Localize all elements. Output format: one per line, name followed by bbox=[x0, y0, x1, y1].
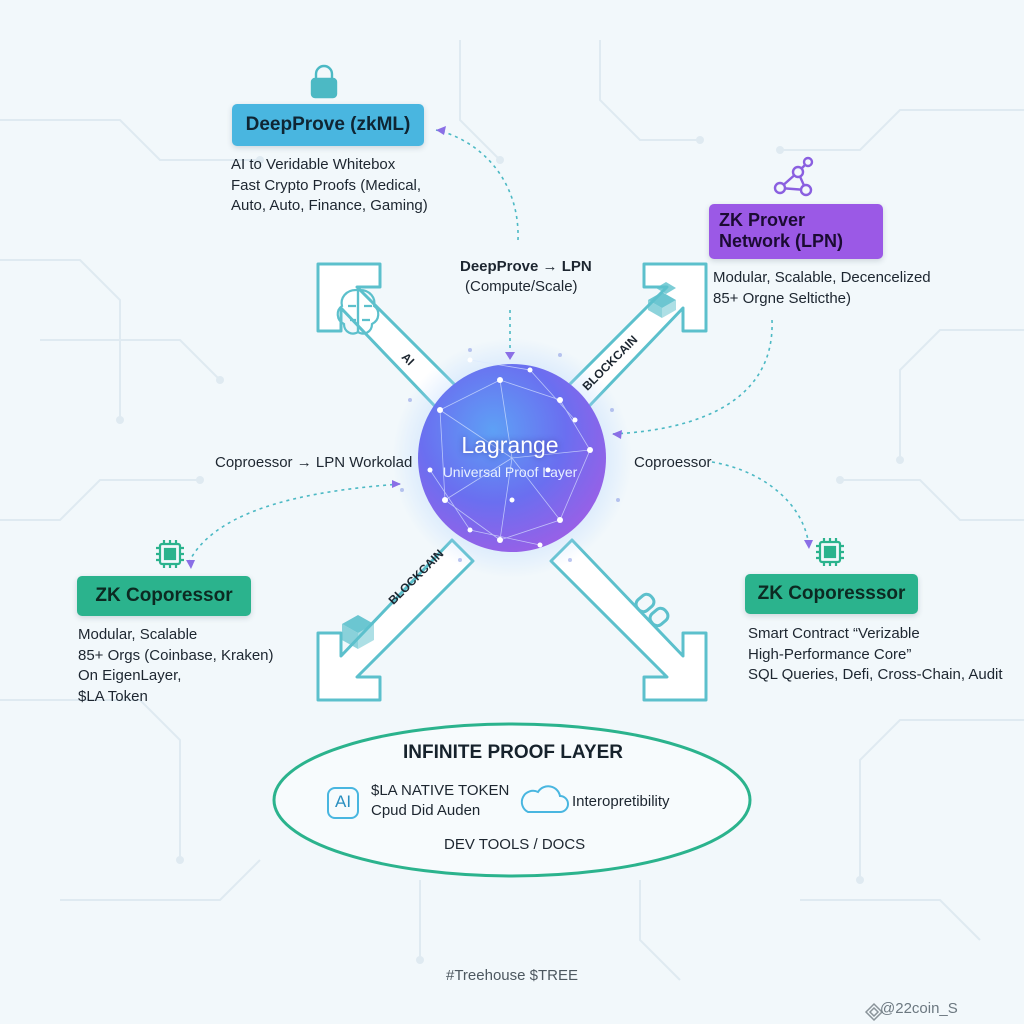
deepprove-description: AI to Veridable Whitebox Fast Crypto Pro… bbox=[231, 155, 428, 217]
flow-coproc-right: Coproessor bbox=[634, 454, 712, 471]
prover-network-title-2: Network (LPN) bbox=[719, 231, 844, 251]
coprocessor-left-line-4: $LA Token bbox=[78, 687, 148, 705]
token-line-1: $LA NATIVE TOKEN bbox=[371, 782, 510, 799]
connector-left-coproc bbox=[189, 483, 401, 561]
prover-network-description: Modular, Scalable, Decencelized 85+ Orgn… bbox=[713, 268, 931, 309]
coprocessor-left-badge[interactable]: ZK Coporessor bbox=[77, 576, 251, 616]
hub-nodes bbox=[427, 357, 593, 548]
network-nodes-icon bbox=[773, 156, 814, 197]
chip-icon-left bbox=[156, 540, 184, 568]
hub-outer-nodes bbox=[400, 348, 620, 562]
coprocessor-right-description: Smart Contract “Verizable High-Performan… bbox=[748, 624, 1003, 686]
footer-hashtag: #Treehouse $TREE bbox=[445, 967, 578, 984]
cloud-icon bbox=[520, 785, 569, 813]
infinite-proof-oval bbox=[272, 722, 752, 878]
prover-network-line-2: 85+ Orgne Selticthe) bbox=[713, 289, 851, 307]
brain-icon bbox=[336, 288, 380, 335]
prover-network-badge[interactable]: ZK Prover Network (LPN) bbox=[709, 204, 883, 259]
token-line-2: Cpud Did Auden bbox=[371, 802, 481, 819]
watermark-logo bbox=[864, 1002, 884, 1022]
coprocessor-left-description: Modular, Scalable 85+ Orgs (Coinbase, Kr… bbox=[78, 625, 274, 707]
coprocessor-left-line-3: On EigenLayer, bbox=[78, 667, 182, 684]
link-icon bbox=[634, 592, 670, 628]
connector-hub-to-deepprove bbox=[435, 129, 519, 241]
blocks-icon bbox=[648, 282, 676, 318]
interop-label: Interopretibility bbox=[572, 793, 670, 810]
connector-right-coproc bbox=[711, 461, 809, 541]
lock-icon bbox=[310, 64, 338, 99]
coprocessor-right-line-3: SQL Queries, Defi, Cross-Chain, Audit bbox=[748, 666, 1003, 683]
prover-network-title-1: ZK Prover bbox=[719, 210, 806, 230]
coprocessor-left-line-1: Modular, Scalable bbox=[78, 626, 198, 643]
deepprove-line-1: AI to Veridable Whitebox bbox=[231, 156, 396, 173]
arrow-down-right bbox=[549, 538, 708, 702]
hub-title: Lagrange bbox=[461, 432, 559, 458]
coprocessor-right-line-2: High-Performance Core” bbox=[748, 645, 912, 663]
coprocessor-left-line-2: 85+ Orgs (Coinbase, Kraken) bbox=[78, 646, 274, 664]
hub-subtitle: Universal Proof Layer bbox=[442, 464, 578, 480]
watermark-handle: @22coin_S bbox=[880, 1000, 958, 1017]
prover-network-line-1: Modular, Scalable, Decencelized bbox=[713, 269, 931, 286]
cube-icon bbox=[342, 615, 374, 649]
dev-tools-link[interactable]: DEV TOOLS / DOCS bbox=[444, 836, 586, 853]
flow-deepprove-lpn: DeepProve → LPN bbox=[460, 258, 592, 275]
coprocessor-right-badge[interactable]: ZK Coporesssor bbox=[745, 574, 918, 614]
arrow-down-left bbox=[316, 538, 475, 702]
deepprove-line-2: Fast Crypto Proofs (Medical, bbox=[231, 176, 422, 194]
deepprove-line-3: Auto, Auto, Finance, Gaming) bbox=[231, 197, 428, 214]
chip-icon-right bbox=[816, 538, 844, 566]
flow-coproc-lpn-workload: Coproessor → LPN Workolad bbox=[215, 454, 413, 471]
coprocessor-right-line-1: Smart Contract “Verizable bbox=[748, 625, 920, 642]
deepprove-badge[interactable]: DeepProve (zkML) bbox=[232, 104, 424, 146]
ai-badge-box bbox=[327, 787, 359, 819]
ai-badge-label: AI bbox=[335, 792, 352, 811]
flow-deepprove-lpn-sub: (Compute/Scale) bbox=[465, 278, 578, 295]
oval-title: INFINITE PROOF LAYER bbox=[403, 742, 623, 763]
